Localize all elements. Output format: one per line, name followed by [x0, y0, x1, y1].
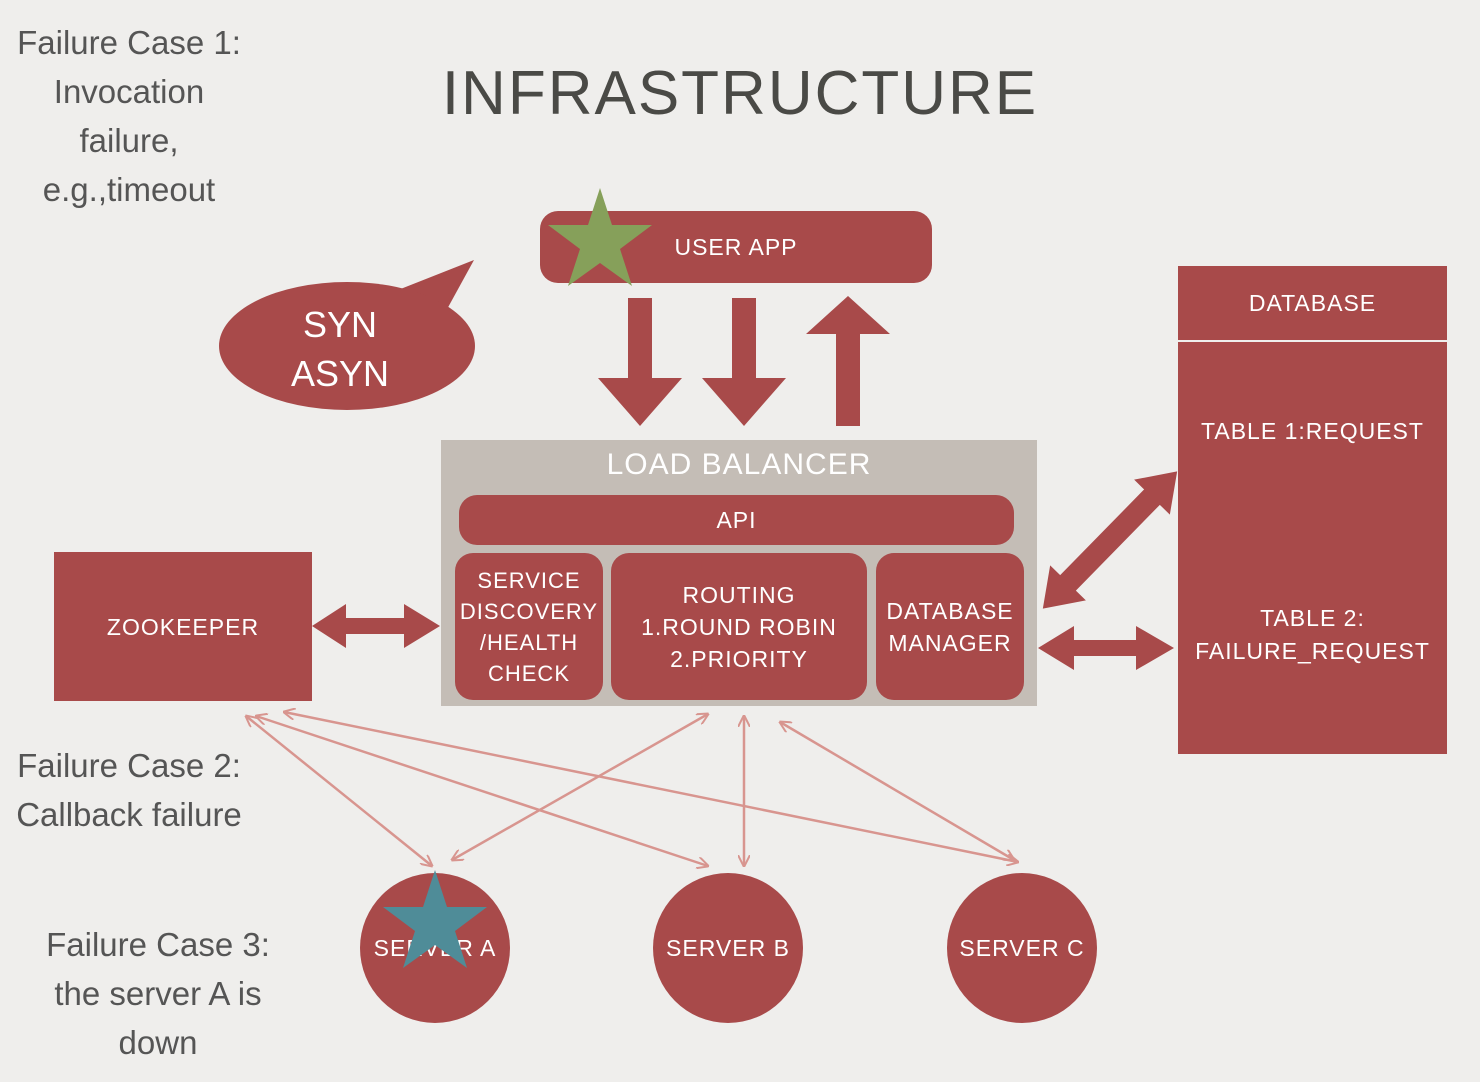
failure-case-1-note: Failure Case 1: Invocation failure, e.g.… — [17, 24, 241, 208]
api-box: API — [459, 495, 1014, 545]
database-tables — [1178, 342, 1447, 754]
server-c-label: SERVER C — [959, 935, 1085, 961]
arrow-down-2 — [702, 298, 786, 426]
service-discovery-label: SERVICE DISCOVERY /HEALTH CHECK — [459, 567, 599, 686]
arrow-zookeeper-lb — [312, 604, 440, 648]
server-b-label: SERVER B — [666, 935, 790, 961]
bubble-tail — [398, 260, 474, 322]
table-2-label: TABLE 2: FAILURE_REQUEST — [1195, 605, 1430, 664]
arrow-up — [806, 296, 890, 426]
star-icon — [548, 188, 652, 286]
zookeeper-label: ZOOKEEPER — [106, 613, 260, 640]
bubble-text: SYN ASYN — [290, 304, 390, 394]
zookeeper-box: ZOOKEEPER — [54, 552, 312, 701]
database-header-label: DATABASE — [1248, 290, 1377, 316]
thin-arrows — [246, 712, 1018, 866]
star-icon — [383, 870, 487, 968]
table-1-label: TABLE 1:REQUEST — [1201, 418, 1424, 444]
arrow-dbmanager-table2 — [1038, 626, 1174, 670]
arrow-down-1 — [598, 298, 682, 426]
page-title: INFRASTRUCTURE — [441, 59, 1039, 128]
failure-case-3-note: Failure Case 3: the server A is down — [46, 926, 270, 1061]
server-c-node: SERVER C — [947, 873, 1097, 1023]
database-manager-box: DATABASE MANAGER — [876, 553, 1024, 700]
arrow-lb-server-a — [452, 714, 708, 860]
arrow-dbmanager-table1 — [1042, 471, 1178, 609]
syn-asyn-bubble — [219, 260, 475, 410]
load-balancer-title: LOAD BALANCER — [606, 448, 872, 481]
failure-case-2-note: Failure Case 2: Callback failure — [16, 747, 242, 833]
database-header: DATABASE — [1178, 266, 1447, 340]
routing-box: ROUTING 1.ROUND ROBIN 2.PRIORITY — [611, 553, 867, 700]
service-discovery-box: SERVICE DISCOVERY /HEALTH CHECK — [455, 553, 603, 700]
server-b-node: SERVER B — [653, 873, 803, 1023]
routing-label: ROUTING 1.ROUND ROBIN 2.PRIORITY — [641, 581, 837, 672]
api-label: API — [716, 507, 757, 533]
arrow-lb-server-c — [780, 722, 1014, 860]
bubble-body — [219, 282, 475, 410]
user-app-label: USER APP — [674, 234, 798, 260]
database-manager-label: DATABASE MANAGER — [886, 597, 1014, 656]
